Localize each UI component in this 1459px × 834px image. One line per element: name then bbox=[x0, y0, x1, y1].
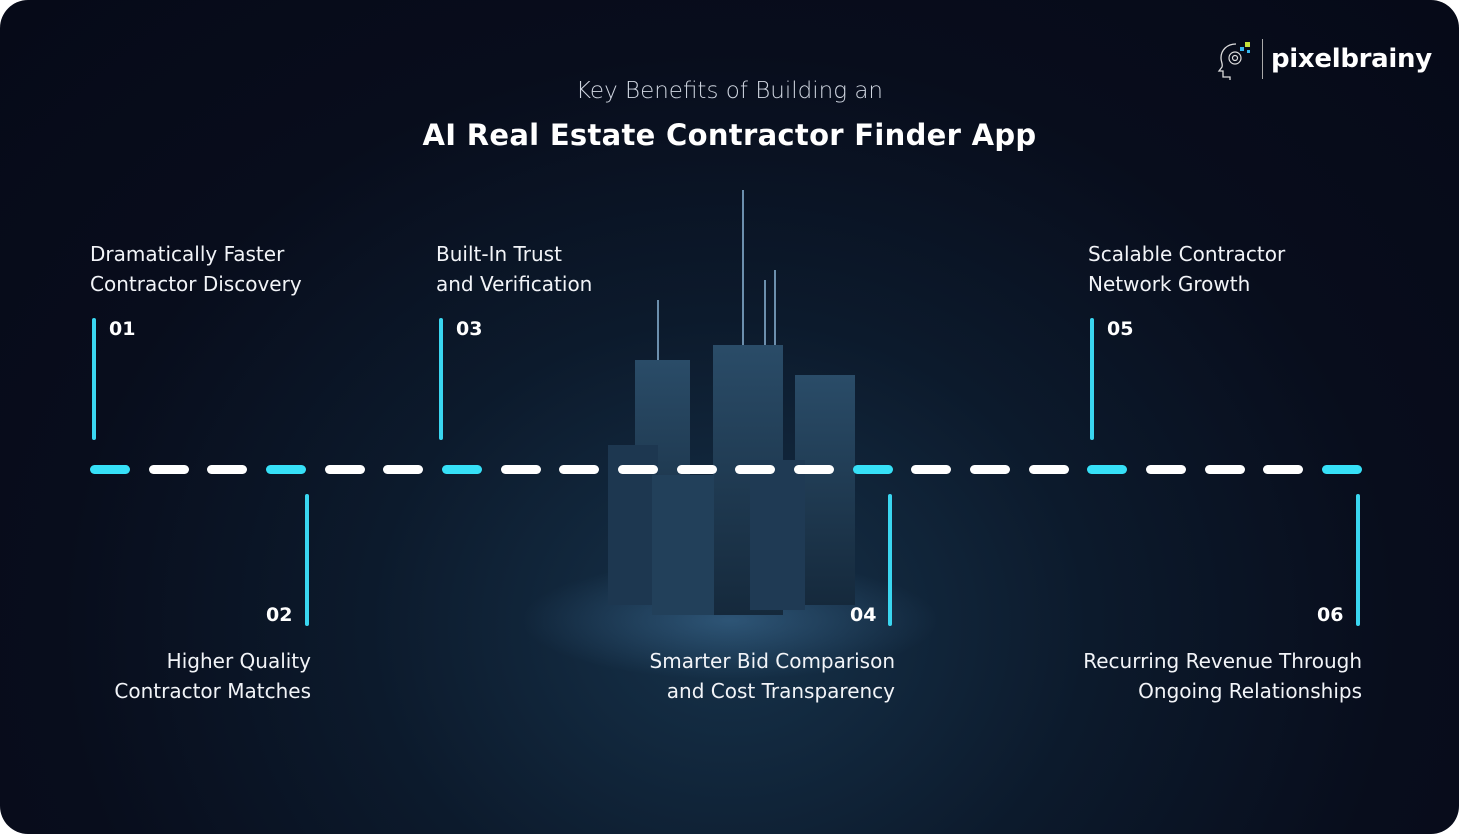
timeline-dash bbox=[1204, 465, 1245, 474]
benefit-01-number: 01 bbox=[109, 318, 136, 340]
timeline-dash bbox=[559, 465, 600, 474]
benefit-04: Smarter Bid Comparison and Cost Transpar… bbox=[595, 646, 895, 706]
benefit-05-connector bbox=[1090, 318, 1094, 440]
benefit-title-line2: Network Growth bbox=[1088, 272, 1251, 296]
benefit-04-number: 04 bbox=[850, 604, 877, 626]
benefit-04-connector bbox=[888, 494, 892, 626]
page-title: AI Real Estate Contractor Finder App bbox=[422, 118, 1037, 152]
timeline-dash-accent bbox=[1322, 465, 1362, 474]
benefit-05: Scalable Contractor Network Growth bbox=[1088, 239, 1285, 299]
benefit-06-connector bbox=[1356, 494, 1360, 626]
timeline-dash bbox=[618, 465, 658, 474]
timeline-dash bbox=[148, 465, 189, 474]
benefit-title-line1: Built-In Trust bbox=[436, 242, 562, 266]
benefit-title-line2: Ongoing Relationships bbox=[1138, 679, 1362, 703]
benefit-01-connector bbox=[92, 318, 96, 440]
benefit-title-line1: Recurring Revenue Through bbox=[1083, 649, 1362, 673]
benefit-02: Higher Quality Contractor Matches bbox=[60, 646, 311, 706]
benefit-02-number: 02 bbox=[266, 604, 293, 626]
benefit-title-line2: Contractor Discovery bbox=[90, 272, 302, 296]
timeline-dash-accent bbox=[266, 465, 306, 474]
timeline-dash bbox=[207, 465, 248, 474]
timeline-dash bbox=[1028, 465, 1069, 474]
benefit-title-line2: and Cost Transparency bbox=[666, 679, 895, 703]
timeline-dash bbox=[970, 465, 1010, 474]
benefit-title-line1: Higher Quality bbox=[166, 649, 311, 673]
benefit-03-connector bbox=[439, 318, 443, 440]
pixelbrainy-logo: pixelbrainy bbox=[1216, 38, 1432, 80]
benefit-05-number: 05 bbox=[1107, 318, 1134, 340]
logo-text: pixelbrainy bbox=[1271, 44, 1432, 74]
header-subtitle: Key Benefits of Building an bbox=[576, 78, 883, 104]
benefit-title-line1: Scalable Contractor bbox=[1088, 242, 1286, 266]
benefit-title-line2: Contractor Matches bbox=[114, 679, 311, 703]
timeline-dash bbox=[383, 465, 424, 474]
timeline-dash bbox=[676, 465, 717, 474]
benefit-03-number: 03 bbox=[456, 318, 483, 340]
timeline-dash bbox=[1146, 465, 1186, 474]
timeline-dash-accent bbox=[1087, 465, 1128, 474]
timeline-dash bbox=[794, 465, 834, 474]
benefit-01: Dramatically Faster Contractor Discovery bbox=[90, 239, 302, 299]
timeline-dash bbox=[1263, 465, 1304, 474]
timeline-dash bbox=[324, 465, 365, 474]
benefit-title-line1: Dramatically Faster bbox=[90, 242, 285, 266]
benefit-title-line2: and Verification bbox=[436, 272, 593, 296]
benefit-06-number: 06 bbox=[1317, 604, 1344, 626]
skyscrapers-illustration bbox=[608, 190, 855, 615]
benefit-title-line1: Smarter Bid Comparison bbox=[649, 649, 895, 673]
benefit-02-connector bbox=[305, 494, 309, 626]
brain-head-icon bbox=[1217, 42, 1250, 80]
benefit-03: Built-In Trust and Verification bbox=[436, 239, 592, 299]
logo-divider bbox=[1262, 39, 1263, 79]
timeline-dash-accent bbox=[442, 465, 482, 474]
timeline-dash bbox=[735, 465, 776, 474]
timeline-dash bbox=[500, 465, 541, 474]
timeline-dash-accent bbox=[90, 465, 130, 474]
timeline-dash bbox=[911, 465, 952, 474]
timeline-dash-accent bbox=[852, 465, 893, 474]
benefit-06: Recurring Revenue Through Ongoing Relati… bbox=[1012, 646, 1362, 706]
